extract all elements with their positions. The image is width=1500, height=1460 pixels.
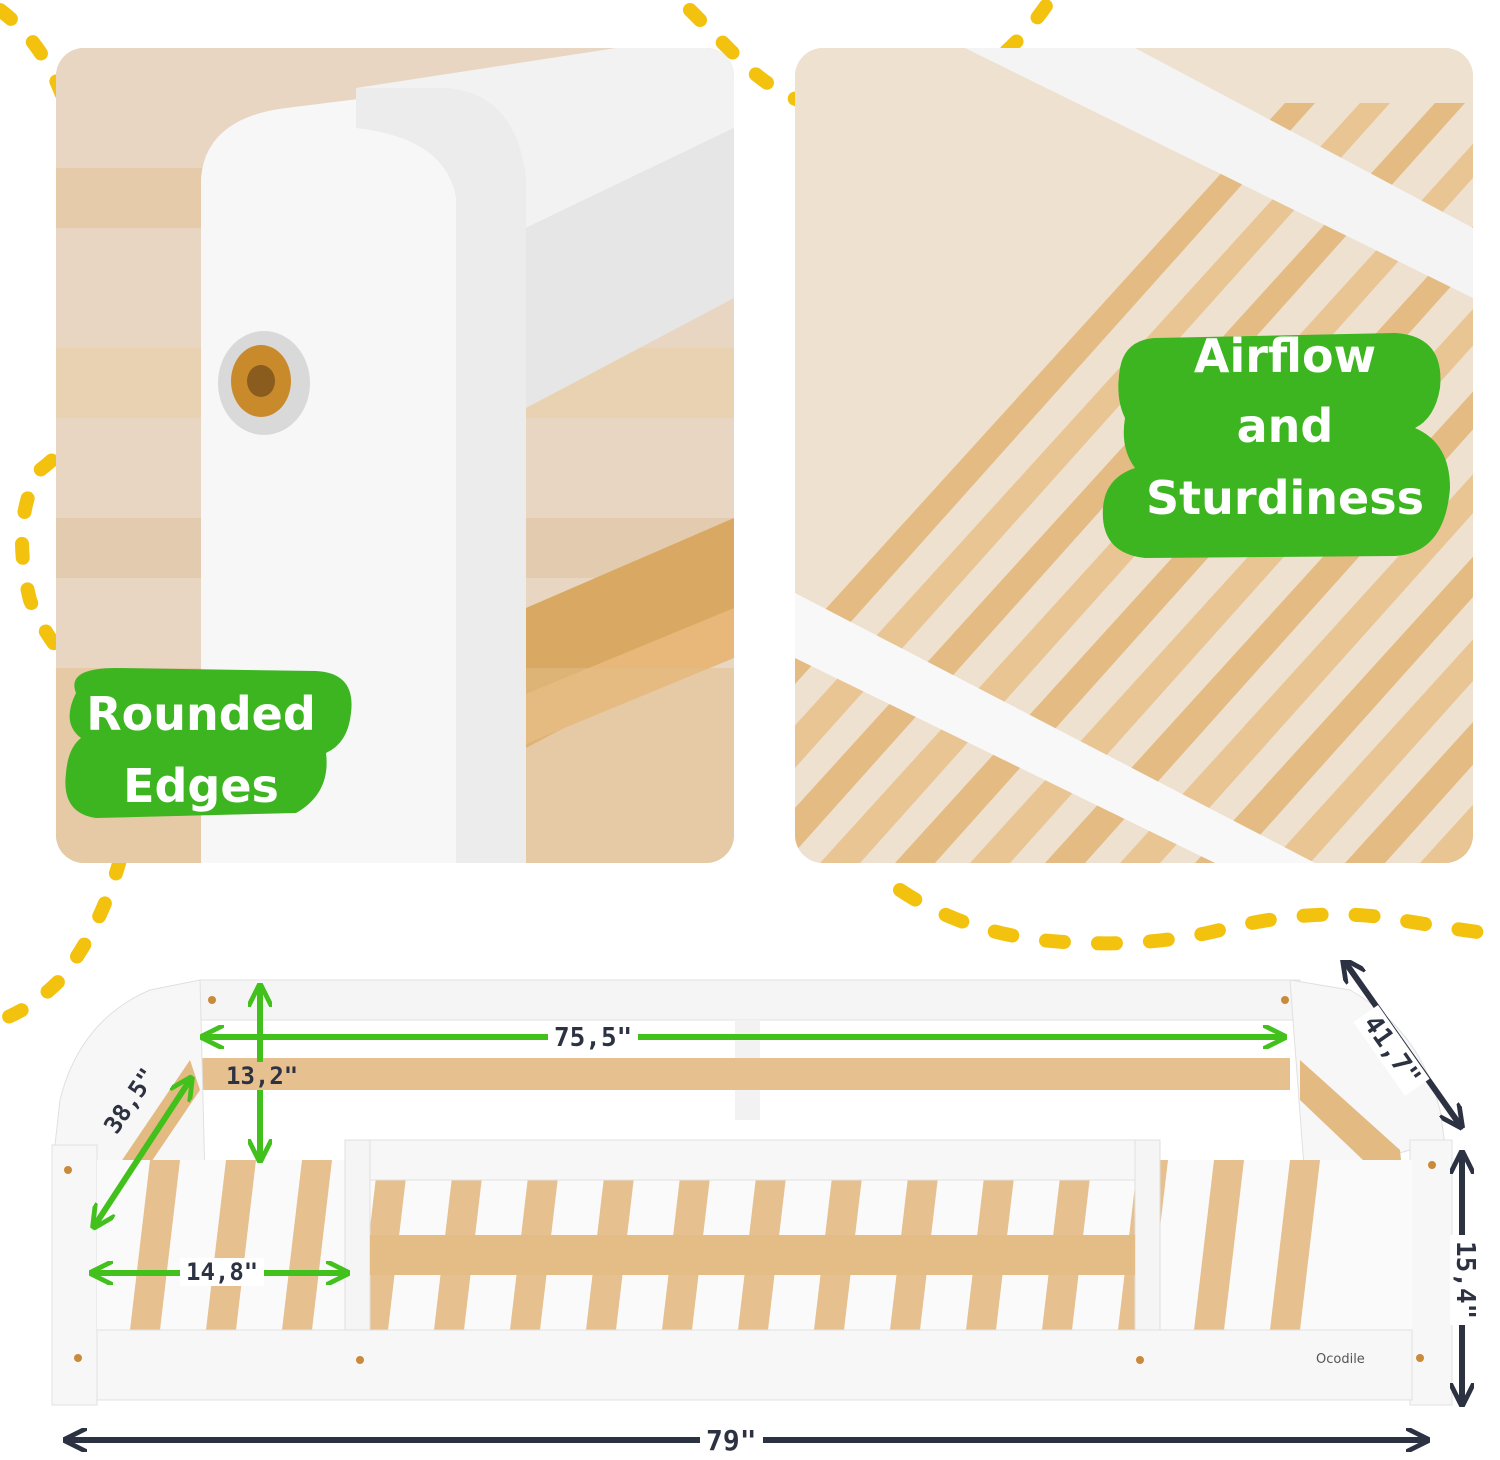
- outer-height-label: 15,4": [1450, 1235, 1480, 1326]
- dimension-arrows: [0, 960, 1500, 1460]
- white-side-rail: [795, 593, 1315, 863]
- bed-slat: [1194, 1160, 1244, 1330]
- rounded-edges-badge: [65, 668, 352, 818]
- airflow-label-line1: Airflow: [1193, 329, 1377, 383]
- brand-label: Ocodile: [1316, 1352, 1365, 1367]
- bed-slat: [1270, 639, 1473, 863]
- rounded-edges-label-line1: Rounded: [86, 687, 316, 741]
- slats-photo: Airflow and Sturdiness: [795, 48, 1473, 863]
- bed-slat: [795, 103, 1390, 768]
- opening-width-label: 14,8": [180, 1258, 265, 1286]
- airflow-label-line2: and: [1236, 399, 1334, 453]
- inner-height-label: 13,2": [220, 1062, 305, 1090]
- bed-slat: [1420, 804, 1473, 863]
- outer-length-label: 79": [700, 1424, 763, 1457]
- bed-slat: [1345, 722, 1473, 863]
- bed-slat: [1195, 556, 1473, 863]
- white-top-rail: [965, 48, 1473, 298]
- airflow-badge: [1102, 333, 1450, 558]
- bed-slat: [206, 1160, 256, 1330]
- rounded-edges-label-line2: Edges: [123, 759, 279, 813]
- inner-width-arrow: [95, 1080, 190, 1225]
- rounded-edges-photo: Rounded Edges: [56, 48, 734, 863]
- bed-slat: [1120, 474, 1473, 863]
- bed-slat: [282, 1160, 332, 1330]
- bed-slat: [1270, 1160, 1320, 1330]
- bed-slat: [795, 103, 1315, 685]
- airflow-label-line3: Sturdiness: [1146, 471, 1424, 525]
- inner-length-label: 75,5": [548, 1023, 639, 1053]
- bed-illustration: [51, 979, 1453, 1406]
